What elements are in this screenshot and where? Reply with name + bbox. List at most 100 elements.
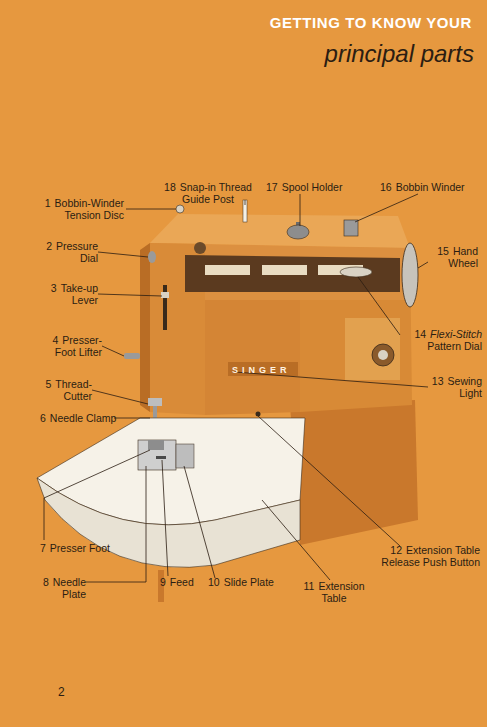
part-label: principal parts — [262, 40, 474, 68]
stitch-length-dial — [372, 344, 394, 366]
part-name: Thread-Cutter — [55, 378, 92, 402]
dial-plate — [345, 318, 400, 380]
part-label: 7 Presser Foot — [40, 542, 140, 554]
part-name: Bobbin-Winder Tension Disc — [55, 197, 124, 221]
leader-line — [126, 209, 176, 210]
part-label: 3 Take-up Lever — [40, 282, 98, 306]
leader-line — [300, 194, 301, 226]
part-name: Hand Wheel — [448, 245, 478, 269]
page-subheading: principal parts — [325, 40, 474, 67]
part-name: Extension Table — [318, 580, 364, 604]
callout-number: 14 — [414, 328, 426, 340]
needle-plate — [138, 440, 176, 470]
part-label: 16 Bobbin Winder — [380, 181, 480, 193]
arm-top — [150, 214, 410, 248]
part-label: 14 Flexi-StitchPattern Dial — [372, 328, 482, 352]
callout-number: 4 — [52, 334, 58, 346]
callout-number: 9 — [160, 576, 166, 588]
callout-number: 17 — [266, 181, 278, 193]
callout-number: 8 — [43, 576, 49, 588]
part-name: Presser-Foot Lifter — [55, 334, 102, 358]
bobbin-winder — [344, 220, 358, 236]
part-name: Pressure Dial — [56, 240, 98, 264]
dial-center — [378, 350, 388, 360]
callout-number: 6 — [40, 412, 46, 424]
leader-line — [92, 390, 148, 404]
part-label: 15Hand Wheel — [420, 245, 478, 269]
tension-dial — [194, 242, 206, 254]
part-label: 1Bobbin-Winder Tension Disc — [30, 197, 124, 221]
part-label: 4Presser-Foot Lifter — [40, 334, 102, 358]
part-name: Needle Clamp — [50, 412, 117, 424]
part-name: Take-up Lever — [61, 282, 98, 306]
table-front — [37, 478, 300, 567]
take-up-lever — [161, 292, 169, 298]
pattern-dial — [340, 267, 372, 277]
leader-line — [184, 466, 215, 578]
part-name: Snap-in Thread Guide Post — [180, 181, 252, 205]
presser-foot — [148, 440, 164, 450]
leader-line — [98, 252, 148, 257]
panel-slot — [262, 265, 307, 275]
hand-wheel — [402, 243, 418, 307]
leader-line — [418, 262, 428, 268]
leader-line — [98, 294, 162, 296]
part-label: 12Extension Table Release Push Button — [362, 544, 480, 568]
tension-disc — [176, 205, 184, 213]
presser-foot-lifter — [124, 353, 140, 359]
leader-line — [162, 460, 168, 576]
callout-number: 2 — [46, 240, 52, 252]
page-heading: GETTING TO KNOW YOUR — [230, 14, 472, 31]
leader-line — [262, 500, 330, 580]
callout-number: 13 — [432, 375, 444, 387]
callout-number: 16 — [380, 181, 392, 193]
part-label: 2 Pressure Dial — [40, 240, 98, 264]
extension-table — [37, 412, 305, 603]
thread-guide-post — [243, 200, 247, 222]
leader-line — [358, 277, 400, 335]
dial-panel — [185, 255, 400, 292]
callout-number: 12 — [390, 544, 402, 556]
part-label: 2 — [58, 686, 88, 698]
name-band — [228, 362, 298, 376]
part-label: 10 Slide Plate — [208, 576, 298, 588]
lower-arm — [205, 300, 300, 415]
callout-number: 11 — [303, 580, 314, 592]
part-label: 5Thread-Cutter — [40, 378, 92, 402]
callout-number: 3 — [51, 282, 57, 294]
leader-line — [86, 466, 146, 582]
callout-number: 18 — [164, 181, 176, 193]
part-label: SINGER — [232, 364, 302, 376]
part-name: Slide Plate — [224, 576, 274, 588]
take-up-slot — [163, 285, 167, 330]
panel-slot — [205, 265, 250, 275]
part-label: 17 Spool Holder — [266, 181, 356, 193]
leader-line — [44, 450, 150, 540]
leader-line — [258, 416, 400, 546]
part-name: Spool Holder — [282, 181, 343, 193]
slide-plate — [176, 444, 194, 468]
part-label: 8 Needle Plate — [36, 576, 86, 600]
brand-name: SINGER — [232, 365, 291, 375]
part-name: Bobbin Winder — [396, 181, 465, 193]
part-label: 9Feed — [160, 576, 210, 588]
machine-base — [290, 400, 418, 545]
leader-lines — [44, 194, 428, 582]
part-name: Presser Foot — [50, 542, 110, 554]
callout-number: 10 — [208, 576, 220, 588]
callout-number: 7 — [40, 542, 46, 554]
page-number: 2 — [58, 685, 65, 699]
leader-line — [355, 194, 418, 222]
part-label: 11 Extension Table — [296, 580, 372, 604]
part-label: 13Sewing Light — [424, 375, 482, 399]
callout-number: 15 — [437, 245, 449, 257]
part-name: Needle Plate — [53, 576, 86, 600]
release-button — [256, 412, 261, 417]
part-name: Pattern Dial — [372, 340, 482, 352]
spool — [287, 225, 309, 239]
part-label: 18 Snap-in Thread Guide Post — [158, 181, 258, 205]
part-name: Flexi-Stitch — [430, 328, 482, 340]
leader-line — [245, 200, 246, 205]
pressure-dial — [148, 251, 156, 263]
